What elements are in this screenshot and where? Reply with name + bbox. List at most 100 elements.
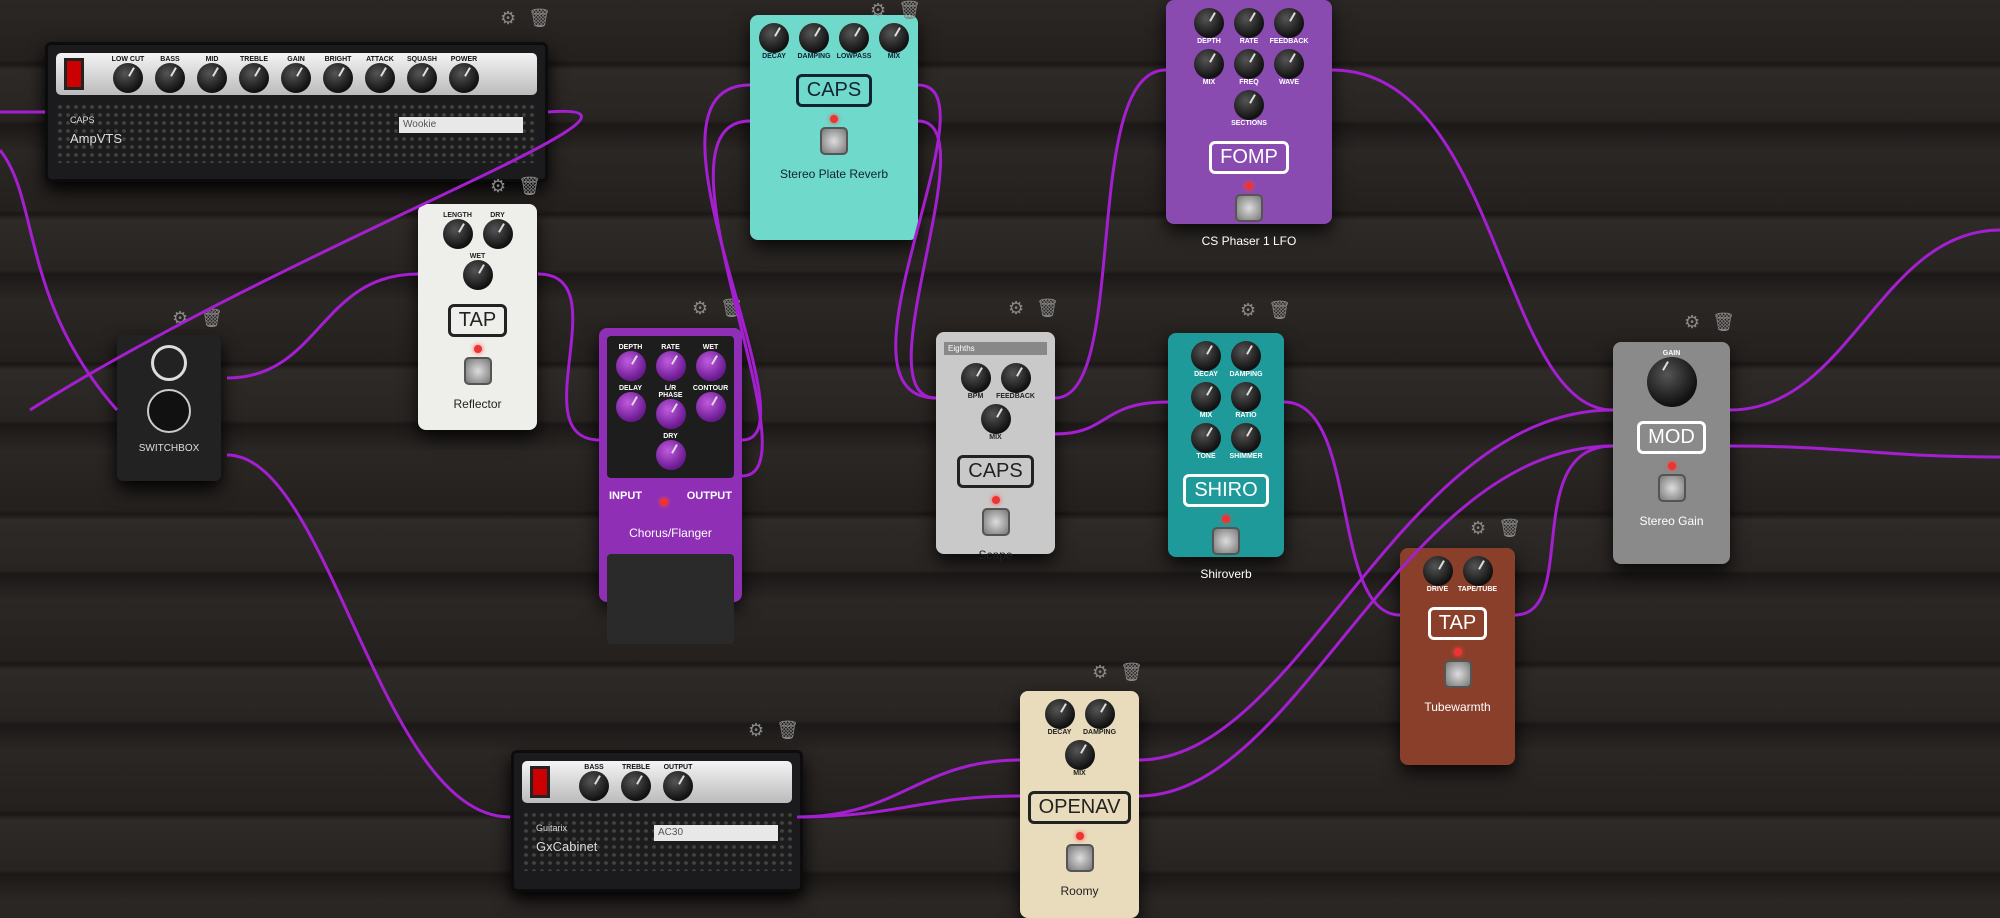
knob-dial[interactable] [449,62,479,93]
patch-cable[interactable] [1054,400,1169,436]
patch-cable[interactable] [537,272,601,442]
knob-attack[interactable]: ATTACK [362,56,398,93]
knob-dial[interactable] [1231,341,1261,371]
knob-dial[interactable] [1274,49,1304,79]
knob-dial[interactable] [1064,740,1095,770]
knob-gain[interactable]: GAIN [278,56,314,93]
knob-dial[interactable] [1194,8,1224,38]
knob-dial[interactable] [1231,423,1261,453]
knob-dial[interactable] [462,260,493,290]
knob-depth[interactable]: DEPTH [1191,8,1227,45]
knob-wet[interactable]: WET [693,344,729,381]
knob-dial[interactable] [1084,699,1115,729]
knob-dial[interactable] [615,392,646,422]
knob-decay[interactable]: DECAY [756,23,792,60]
trash-icon[interactable]: 🗑 [898,0,921,20]
knob-dial[interactable] [1231,382,1261,412]
knob-freq[interactable]: FREQ [1231,49,1267,86]
knob-mix[interactable]: MIX [876,23,912,60]
knob-lowpass[interactable]: LOWPASS [836,23,872,60]
knob-dial[interactable] [799,23,829,53]
knob-tone[interactable]: TONE [1188,423,1224,460]
knob-dial[interactable] [839,23,869,53]
bypass-footswitch[interactable] [1235,194,1263,222]
knob-low-cut[interactable]: LOW CUT [110,56,146,93]
knob-dial[interactable] [655,399,686,429]
knob-bass[interactable]: BASS [152,56,188,93]
knob-dial[interactable] [1234,8,1264,38]
knob-rate[interactable]: RATE [1231,8,1267,45]
trash-icon[interactable]: 🗑 [1258,0,1281,1]
knob-dial[interactable] [365,62,395,93]
power-switch[interactable] [64,58,84,90]
gear-icon[interactable]: ⚙ [870,0,887,20]
knob-wave[interactable]: WAVE [1271,49,1307,86]
knob-dial[interactable] [980,404,1011,434]
knob-mix[interactable]: MIX [978,404,1014,441]
trash-icon[interactable]: 🗑 [518,176,541,196]
knob-dial[interactable] [1194,49,1224,79]
knob-delay[interactable]: DELAY [613,385,649,429]
patch-cable[interactable] [226,272,419,380]
gear-icon[interactable]: ⚙ [692,298,709,318]
knob-dial[interactable] [281,62,311,93]
gear-icon[interactable]: ⚙ [1684,312,1701,332]
trash-icon[interactable]: 🗑 [200,308,223,328]
gear-icon[interactable]: ⚙ [490,176,507,196]
gear-icon[interactable]: ⚙ [748,720,765,740]
knob-dial[interactable] [579,770,609,801]
knob-damping[interactable]: DAMPING [1082,699,1118,736]
knob-rate[interactable]: RATE [653,344,689,381]
bypass-footswitch[interactable] [820,127,848,155]
knob-dial[interactable] [1044,699,1075,729]
selector-knob[interactable] [147,389,191,433]
knob-dial[interactable] [1234,90,1264,120]
knob-feedback[interactable]: FEEDBACK [996,363,1035,400]
knob-l-r-phase[interactable]: L/R PHASE [653,385,689,429]
knob-dial[interactable] [1422,556,1453,586]
trash-icon[interactable]: 🗑 [1498,518,1521,538]
patch-cable[interactable] [1729,444,2000,459]
trash-icon[interactable]: 🗑 [776,720,799,740]
gear-icon[interactable]: ⚙ [1470,518,1487,538]
trash-icon[interactable]: 🗑 [1712,312,1735,332]
knob-tape-tube[interactable]: TAPE/TUBE [1458,556,1497,593]
gear-icon[interactable]: ⚙ [500,8,517,28]
knob-contour[interactable]: CONTOUR [693,385,729,429]
gear-icon[interactable]: ⚙ [1008,298,1025,318]
preset-select[interactable]: Wookie [399,117,523,133]
patch-cable[interactable] [1514,444,1614,617]
patch-cable[interactable] [1283,400,1401,617]
knob-dial[interactable] [1191,382,1221,412]
knob-dial[interactable] [155,62,185,93]
trash-icon[interactable]: 🗑 [1036,298,1059,318]
knob-dial[interactable] [621,770,651,801]
patch-cable[interactable] [1054,68,1167,400]
knob-dial[interactable] [615,351,646,381]
knob-mid[interactable]: MID [194,56,230,93]
knob-ratio[interactable]: RATIO [1228,382,1264,419]
knob-dial[interactable] [442,219,473,249]
bypass-footswitch[interactable] [981,508,1010,536]
knob-dial[interactable] [879,23,909,53]
knob-feedback[interactable]: FEEDBACK [1270,8,1308,45]
trash-icon[interactable]: 🗑 [720,298,743,318]
power-switch[interactable] [530,766,550,798]
gear-icon[interactable]: ⚙ [172,308,189,328]
knob-dial[interactable] [695,351,726,381]
bypass-footswitch[interactable] [463,357,492,385]
patch-cable[interactable] [0,149,119,411]
knob-shimmer[interactable]: SHIMMER [1228,423,1264,460]
trash-icon[interactable]: 🗑 [528,8,551,28]
knob-dial[interactable] [759,23,789,53]
knob-dial[interactable] [695,392,726,422]
gear-icon[interactable]: ⚙ [1240,300,1257,320]
gear-icon[interactable]: ⚙ [1230,0,1246,1]
preset-select[interactable]: Eighths [944,342,1047,355]
footswitch-pad[interactable] [607,554,734,644]
knob-power[interactable]: POWER [446,56,482,93]
knob-mix[interactable]: MIX [1062,740,1098,777]
